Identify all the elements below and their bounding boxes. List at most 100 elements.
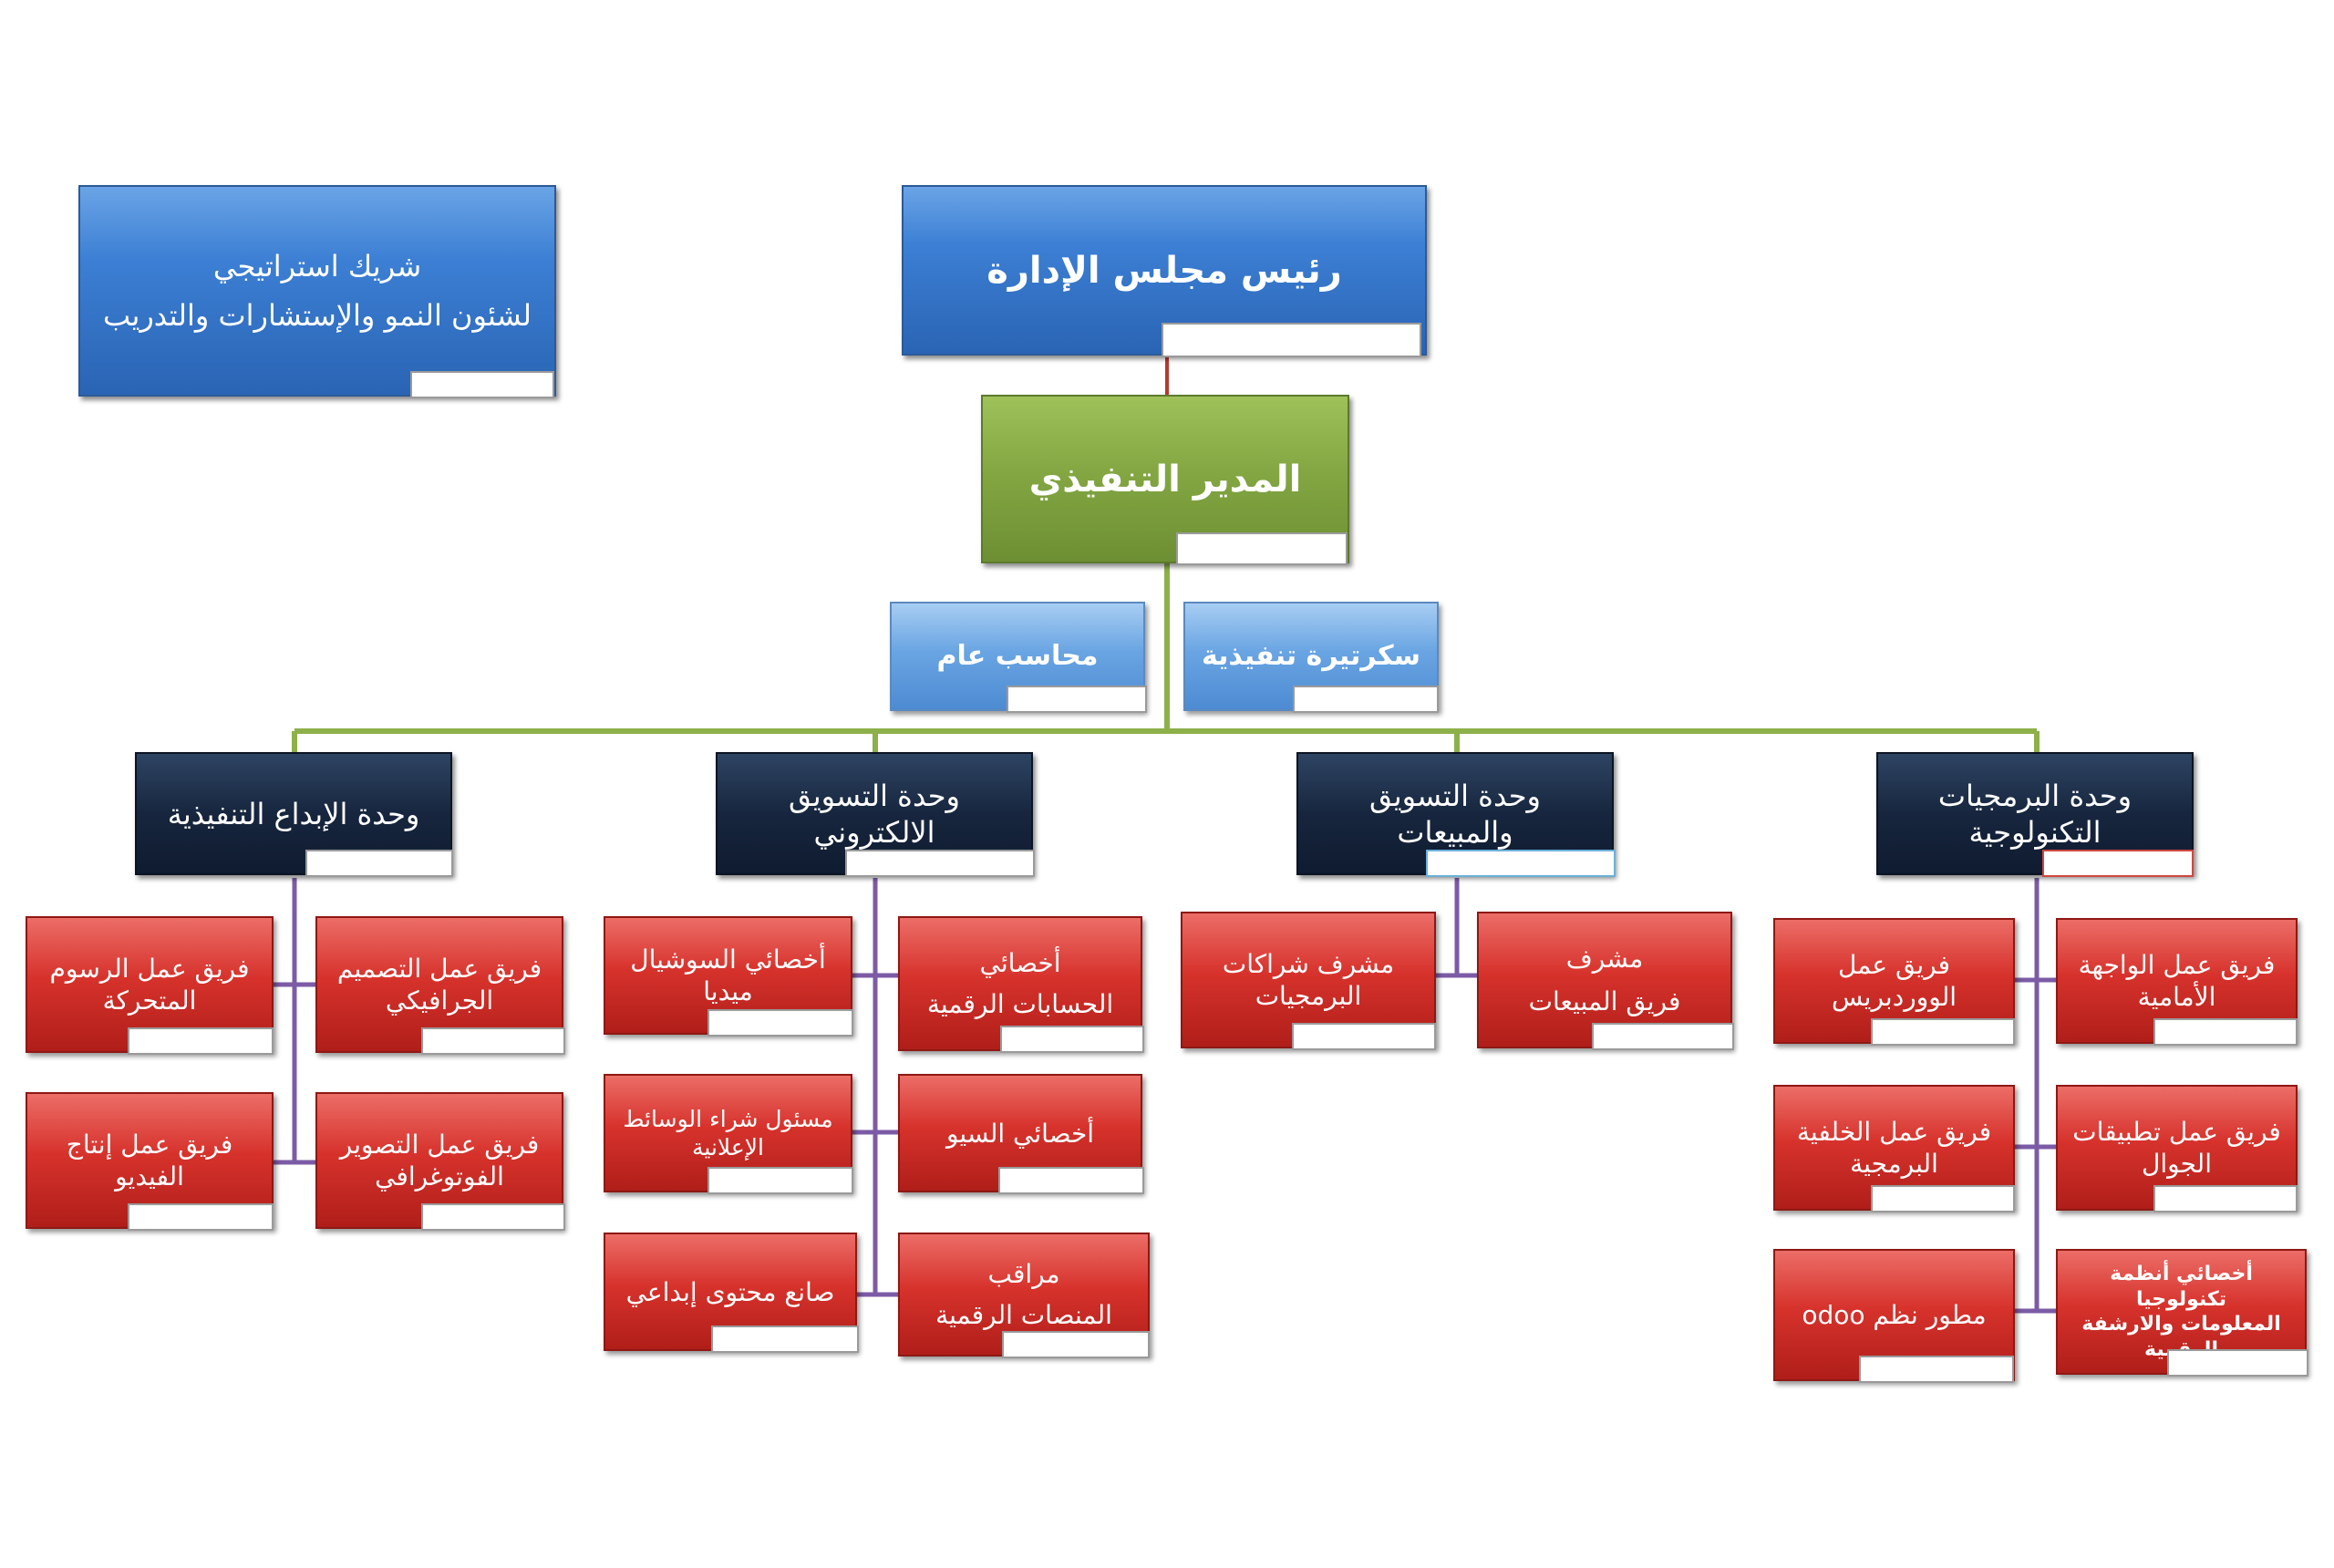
- wordpress-team-name-tag: [1871, 1018, 2015, 1046]
- sales-supervisor-box: مشرف فريق المبيعات: [1477, 912, 1734, 1050]
- platform-monitor-box: مراقب المنصات الرقمية: [898, 1233, 1150, 1358]
- photo-team-line1: فريق عمل التصوير: [339, 1130, 540, 1160]
- chairman-name-tag: [1162, 323, 1421, 357]
- unit-sales-name-tag: [1426, 850, 1616, 877]
- sales-supervisor-line2: فريق المبيعات: [1528, 986, 1681, 1016]
- wordpress-team-box: فريق عمل الووردبريس: [1773, 918, 2015, 1046]
- software-partnerships-line2: البرمجيات: [1255, 981, 1362, 1011]
- motion-team-box: فريق عمل الرسوم المتحركة: [26, 916, 274, 1055]
- it-systems-box: أخصائي أنظمة تكنولوجيا المعلومات والارشف…: [2056, 1249, 2308, 1377]
- software-partnerships-box: مشرف شراكات البرمجيات: [1181, 912, 1436, 1050]
- unit-creative-box: وحدة الإبداع التنفيذية: [135, 752, 453, 877]
- wordpress-team-line2: الووردبريس: [1831, 982, 1957, 1012]
- motion-team-name-tag: [128, 1027, 274, 1055]
- odoo-developer-box: مطور نظم odoo: [1773, 1249, 2015, 1383]
- seo-title: أخصائي السيو: [945, 1118, 1095, 1149]
- media-buying-line2: الإعلانية: [692, 1134, 764, 1161]
- unit-software-line2: التكنولوجية: [1968, 814, 2102, 850]
- odoo-developer-title: مطور نظم odoo: [1802, 1300, 1987, 1330]
- frontend-team-box: فريق عمل الواجهة الأمامية: [2056, 918, 2298, 1046]
- graphic-team-line1: فريق عمل التصميم: [336, 954, 542, 984]
- sales-supervisor-name-tag: [1592, 1023, 1734, 1050]
- partner-title-line2: لشئون النمو والإستشارات والتدريب: [103, 298, 532, 333]
- unit-emarketing-line2: الالكتروني: [813, 814, 935, 850]
- social-media-line1: أخصائي السوشيال: [630, 944, 826, 975]
- graphic-team-box: فريق عمل التصميم الجرافيكي: [315, 916, 565, 1055]
- frontend-team-name-tag: [2153, 1018, 2298, 1046]
- chairman-box: رئيس مجلس الإدارة: [902, 185, 1427, 357]
- unit-sales-line2: والمبيعات: [1397, 814, 1513, 850]
- wordpress-team-line1: فريق عمل: [1838, 950, 1950, 980]
- video-team-name-tag: [128, 1203, 274, 1231]
- media-buying-box: مسئول شراء الوسائط الإعلانية: [604, 1074, 853, 1194]
- media-buying-name-tag: [707, 1167, 853, 1194]
- ceo-box: المدير التنفيذي: [981, 395, 1349, 565]
- unit-software-line1: وحدة البرمجيات: [1937, 778, 2133, 813]
- platform-monitor-line2: المنصات الرقمية: [935, 1300, 1112, 1330]
- video-team-box: فريق عمل إنتاج الفيديو: [26, 1092, 274, 1231]
- content-creator-name-tag: [711, 1326, 859, 1353]
- photo-team-box: فريق عمل التصوير الفوتوغرافي: [315, 1092, 565, 1231]
- secretary-box: سكرتيرة تنفيذية: [1183, 602, 1439, 713]
- content-creator-title: صانع محتوى إبداعي: [625, 1276, 835, 1307]
- social-media-line2: ميديا: [703, 976, 753, 1006]
- content-creator-box: صانع محتوى إبداعي: [604, 1233, 859, 1353]
- seo-name-tag: [998, 1167, 1144, 1194]
- unit-sales-box: وحدة التسويق والمبيعات: [1296, 752, 1616, 877]
- social-media-name-tag: [707, 1009, 853, 1037]
- unit-software-box: وحدة البرمجيات التكنولوجية: [1876, 752, 2194, 877]
- video-team-line1: فريق عمل إنتاج: [66, 1130, 233, 1160]
- secretary-title: سكرتيرة تنفيذية: [1201, 640, 1421, 673]
- backend-team-line1: فريق عمل الخلفية: [1796, 1117, 1992, 1147]
- unit-creative-name-tag: [305, 850, 453, 877]
- unit-sales-line1: وحدة التسويق: [1369, 778, 1541, 813]
- chairman-title: رئيس مجلس الإدارة: [986, 249, 1342, 292]
- odoo-developer-name-tag: [1859, 1356, 2014, 1383]
- unit-creative-title: وحدة الإبداع التنفيذية: [167, 796, 420, 831]
- graphic-team-line2: الجرافيكي: [385, 985, 494, 1016]
- unit-emarketing-name-tag: [845, 850, 1035, 877]
- digital-accounts-line1: أخصائي: [979, 948, 1061, 978]
- digital-accounts-box: أخصائي الحسابات الرقمية: [898, 916, 1144, 1053]
- seo-box: أخصائي السيو: [898, 1074, 1144, 1194]
- unit-software-name-tag: [2042, 850, 2194, 877]
- backend-team-name-tag: [1871, 1185, 2015, 1212]
- media-buying-line1: مسئول شراء الوسائط: [623, 1105, 833, 1132]
- social-media-box: أخصائي السوشيال ميديا: [604, 916, 853, 1037]
- mobile-team-box: فريق عمل تطبيقات الجوال: [2056, 1085, 2298, 1212]
- it-systems-line1: أخصائي أنظمة تكنولوجيا: [2110, 1263, 2253, 1311]
- motion-team-line1: فريق عمل الرسوم: [49, 954, 250, 984]
- accountant-box: محاسب عام: [890, 602, 1147, 713]
- unit-emarketing-line1: وحدة التسويق: [789, 778, 960, 813]
- software-partnerships-name-tag: [1292, 1023, 1436, 1050]
- ceo-name-tag: [1176, 532, 1348, 565]
- frontend-team-line1: فريق عمل الواجهة: [2078, 950, 2276, 980]
- motion-team-line2: المتحركة: [102, 985, 197, 1016]
- accountant-title: محاسب عام: [936, 640, 1099, 673]
- mobile-team-name-tag: [2153, 1185, 2298, 1212]
- software-partnerships-line1: مشرف شراكات: [1222, 949, 1395, 979]
- backend-team-box: فريق عمل الخلفية البرمجية: [1773, 1085, 2015, 1212]
- video-team-line2: الفيديو: [115, 1161, 184, 1191]
- unit-emarketing-box: وحدة التسويق الالكتروني: [716, 752, 1035, 877]
- digital-accounts-line2: الحسابات الرقمية: [926, 989, 1114, 1019]
- secretary-name-tag: [1293, 686, 1439, 713]
- photo-team-name-tag: [421, 1203, 565, 1231]
- it-systems-name-tag: [2167, 1349, 2308, 1377]
- partner-title-line1: شريك استراتيجي: [212, 249, 422, 284]
- ceo-title: المدير التنفيذي: [1028, 458, 1302, 500]
- photo-team-line2: الفوتوغرافي: [375, 1161, 504, 1191]
- accountant-name-tag: [1007, 686, 1147, 713]
- mobile-team-line1: فريق عمل تطبيقات: [2072, 1117, 2281, 1147]
- backend-team-line2: البرمجية: [1850, 1149, 1938, 1179]
- partner-box: شريك استراتيجي لشئون النمو والإستشارات و…: [78, 185, 556, 398]
- platform-monitor-name-tag: [1002, 1331, 1150, 1358]
- digital-accounts-name-tag: [1000, 1026, 1144, 1053]
- frontend-team-line2: الأمامية: [2137, 982, 2216, 1012]
- partner-name-tag: [410, 371, 554, 398]
- mobile-team-line2: الجوال: [2142, 1149, 2212, 1179]
- platform-monitor-line1: مراقب: [987, 1259, 1060, 1289]
- graphic-team-name-tag: [421, 1027, 565, 1055]
- sales-supervisor-line1: مشرف: [1565, 944, 1644, 974]
